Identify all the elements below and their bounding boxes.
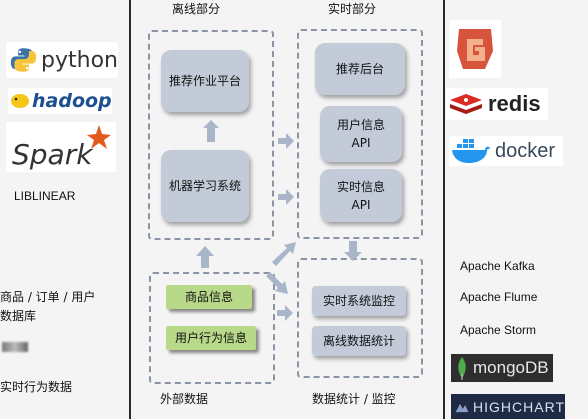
g-logo — [449, 20, 501, 78]
highcharts-wordmark: HIGHCHART — [473, 398, 565, 415]
user-behavior-label: 用户行为信息 — [174, 331, 247, 345]
offline-section-title: 离线部分 — [172, 2, 221, 16]
mongodb-logo: mongoDB — [451, 354, 553, 382]
redis-wordmark: redis — [488, 91, 541, 116]
python-wordmark: python — [41, 47, 118, 73]
recommend-backend: 推荐后台 — [315, 43, 405, 95]
product-info-label: 商品信息 — [184, 290, 233, 304]
stats-box — [297, 258, 423, 378]
user-info-api-line1: 用户信息 — [336, 118, 385, 132]
offline-box — [148, 30, 274, 240]
g-logo-icon — [457, 29, 493, 69]
docker-logo: docker — [449, 136, 563, 166]
realtime-section-title: 实时部分 — [328, 2, 377, 16]
rt-system-monitor: 实时系统监控 — [312, 286, 406, 316]
redis-icon — [450, 94, 482, 114]
user-behavior-node: 用户行为信息 — [166, 326, 256, 350]
external-section-title: 外部数据 — [160, 392, 209, 406]
db-label-line1: 商品 / 订单 / 用户 — [0, 290, 96, 304]
liblinear-label: LIBLINEAR — [14, 189, 76, 203]
spark-star-icon — [87, 125, 111, 149]
arrow-right-bottom — [278, 189, 294, 205]
rt-info-api-line2: API — [351, 197, 371, 212]
arrow-diag-to-realtime — [272, 242, 296, 266]
apache-flume-label: Apache Flume — [460, 290, 538, 304]
rt-system-monitor-label: 实时系统监控 — [322, 294, 395, 308]
rt-info-api: 实时信息 API — [320, 169, 402, 222]
db-label-line2: 数据库 — [0, 309, 37, 323]
right-divider — [443, 0, 445, 419]
user-info-api-line2: API — [351, 136, 371, 150]
hadoop-logo: hadoop — [8, 88, 112, 114]
offline-data-stats-label: 离线数据统计 — [322, 334, 395, 348]
apache-storm-label: Apache Storm — [460, 323, 537, 337]
docker-whale-icon — [452, 139, 490, 163]
recommend-job-platform: 推荐作业平台 — [161, 50, 249, 112]
rt-info-api-line1: 实时信息 — [336, 179, 385, 194]
mongodb-leaf-icon — [458, 357, 466, 380]
recommend-job-platform-label: 推荐作业平台 — [168, 74, 241, 88]
python-icon — [10, 48, 37, 72]
redis-logo: redis — [446, 88, 548, 120]
docker-wordmark: docker — [495, 139, 556, 162]
python-logo: python — [6, 42, 118, 78]
mongodb-wordmark: mongoDB — [473, 358, 549, 377]
recommend-backend-label: 推荐后台 — [335, 62, 384, 76]
external-data-box — [149, 272, 275, 384]
left-divider — [129, 0, 131, 419]
blurred-placeholder — [2, 342, 28, 352]
spark-wordmark: Spark — [12, 137, 93, 171]
ml-system: 机器学习系统 — [161, 150, 249, 222]
arrow-right-top — [278, 133, 294, 149]
realtime-box — [297, 29, 423, 239]
offline-data-stats: 离线数据统计 — [312, 326, 406, 356]
product-info-node: 商品信息 — [166, 285, 252, 309]
highcharts-icon — [455, 403, 469, 412]
hadoop-wordmark: hadoop — [32, 90, 112, 112]
ml-system-label: 机器学习系统 — [168, 179, 241, 193]
spark-logo: Spark — [6, 122, 116, 172]
user-info-api: 用户信息 API — [320, 106, 402, 162]
rt-behavior-label: 实时行为数据 — [0, 380, 73, 394]
arrow-right-external-to-stats — [277, 305, 293, 321]
arrow-up-external-to-offline — [196, 246, 214, 268]
highcharts-logo: HIGHCHART — [451, 394, 565, 419]
apache-kafka-label: Apache Kafka — [460, 259, 535, 273]
stats-section-title: 数据统计 / 监控 — [312, 392, 396, 406]
hadoop-elephant-icon — [11, 94, 29, 108]
